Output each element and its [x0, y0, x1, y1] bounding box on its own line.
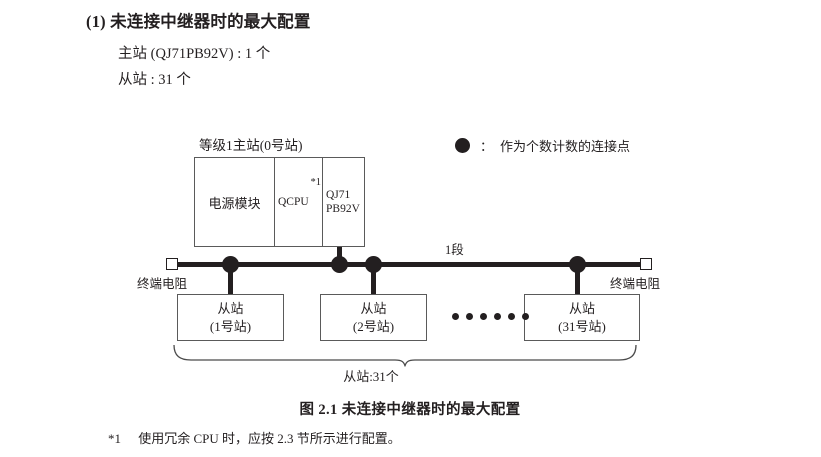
rack-cell-qj71pb92v: QJ71 PB92V	[323, 158, 364, 246]
slave-station-number: (31号站)	[558, 318, 606, 334]
footnote: *1 使用冗余 CPU 时，应按 2.3 节所示进行配置。	[108, 428, 401, 447]
spec-line-master: 主站 (QJ71PB92V) : 1 个	[118, 46, 271, 62]
ellipsis-dot	[466, 313, 473, 320]
terminator-left-icon	[166, 258, 178, 270]
footnote-marker: *1	[310, 177, 322, 188]
footnote-mark: *1	[108, 431, 121, 446]
ellipsis-dot	[494, 313, 501, 320]
legend-separator: ：	[480, 139, 494, 154]
slave-station-box: 从站 (2号站)	[320, 294, 427, 341]
slave-drop-line	[575, 264, 580, 295]
terminator-right-label: 终端电阻	[610, 277, 661, 291]
slave-station-name: 从站	[217, 300, 244, 316]
rack-cell-qj71pb92v-label: QJ71 PB92V	[326, 188, 360, 217]
connection-node-dot	[331, 256, 348, 273]
slave-station-name: 从站	[360, 300, 387, 316]
slave-drop-line	[228, 264, 233, 295]
slave-station-box: 从站 (1号站)	[177, 294, 284, 341]
ellipsis-dot	[480, 313, 487, 320]
legend-label: 作为个数计数的连接点	[500, 139, 631, 154]
segment-label: 1段	[445, 243, 464, 257]
rack-cell-qj71pb92v-line1: QJ71	[326, 188, 351, 201]
filled-circle-icon	[455, 138, 470, 153]
grouping-brace-label: 从站:31个	[343, 369, 399, 384]
rack-cell-power-supply: 电源模块	[195, 158, 275, 246]
rack-cell-power-supply-label: 电源模块	[208, 195, 261, 211]
section-heading: (1) 未连接中继器时的最大配置	[86, 12, 311, 31]
slave-station-box: 从站 (31号站)	[524, 294, 640, 341]
master-rack: 电源模块 QCPU *1 QJ71 PB92V	[194, 157, 365, 247]
rack-cell-qcpu: QCPU *1	[275, 158, 323, 246]
ellipsis-dot	[452, 313, 459, 320]
ellipsis-dots	[452, 313, 529, 320]
footnote-text: 使用冗余 CPU 时，应按 2.3 节所示进行配置。	[138, 431, 401, 446]
terminator-left-label: 终端电阻	[137, 277, 188, 291]
grouping-brace	[173, 345, 637, 367]
slave-drop-line	[371, 264, 376, 295]
ellipsis-dot	[522, 313, 529, 320]
slave-station-number: (2号站)	[352, 318, 395, 334]
spec-line-slave: 从站 : 31 个	[118, 72, 191, 88]
terminator-right-icon	[640, 258, 652, 270]
bus-trunk-line	[173, 262, 646, 267]
rack-title: 等级1主站(0号站)	[199, 138, 303, 153]
figure-caption: 图 2.1 未连接中继器时的最大配置	[299, 402, 521, 418]
rack-cell-qcpu-label: QCPU	[278, 196, 309, 208]
rack-cell-qj71pb92v-line2: PB92V	[326, 203, 360, 215]
ellipsis-dot	[508, 313, 515, 320]
slave-station-name: 从站	[568, 300, 595, 316]
slave-station-number: (1号站)	[209, 318, 252, 334]
legend: ： 作为个数计数的连接点	[455, 136, 630, 155]
